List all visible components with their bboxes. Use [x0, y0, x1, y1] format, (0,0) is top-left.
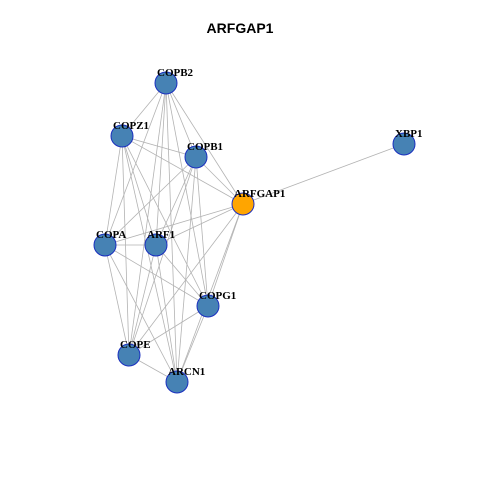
node-arf1 [144, 233, 168, 257]
edge-arf1-cope [128, 244, 157, 356]
edge-copb1-cope [128, 156, 197, 356]
edge-copb2-arcn1 [165, 82, 178, 383]
edge-copb2-copg1 [165, 82, 209, 307]
node-label-copb2: COPB2 [157, 67, 194, 79]
edge-arfgap1-copb2 [165, 82, 244, 205]
edge-arfgap1-arf1 [155, 203, 244, 246]
edge-copa-cope [104, 244, 130, 356]
node-copg1 [196, 294, 220, 318]
node-copb1 [184, 145, 208, 169]
edge-copz1-cope [121, 135, 130, 356]
edge-copb1-arf1 [155, 156, 197, 246]
node-label-copb1: COPB1 [187, 141, 223, 153]
edge-copg1-arcn1 [176, 305, 209, 383]
edge-arf1-arcn1 [155, 244, 178, 383]
edge-copb1-copg1 [195, 156, 209, 307]
node-label-copz1: COPZ1 [113, 120, 149, 132]
edge-copb1-copa [104, 156, 197, 246]
node-label-copg1: COPG1 [199, 290, 236, 302]
edge-copz1-copb1 [121, 135, 197, 158]
edge-arfgap1-copg1 [207, 203, 244, 307]
edge-arfgap1-xbp1 [242, 143, 405, 205]
node-xbp1 [392, 132, 416, 156]
node-cope [117, 343, 141, 367]
edge-copb2-copb1 [165, 82, 197, 158]
edge-copz1-copg1 [121, 135, 209, 307]
node-label-xbp1: XBP1 [395, 128, 423, 140]
node-copz1 [110, 124, 134, 148]
edge-copb2-arf1 [155, 82, 167, 246]
edge-copa-arcn1 [104, 244, 178, 383]
edge-arfgap1-copa [104, 203, 244, 246]
edge-arfgap1-arcn1 [176, 203, 244, 383]
node-arfgap1 [231, 192, 255, 216]
node-label-arcn1: ARCN1 [168, 366, 205, 378]
edge-copb1-arcn1 [176, 156, 197, 383]
edge-arf1-copg1 [155, 244, 209, 307]
graph-title: ARFGAP1 [206, 20, 274, 36]
node-copa [93, 233, 117, 257]
node-copb2 [154, 71, 178, 95]
node-label-arfgap1: ARFGAP1 [234, 188, 285, 200]
edge-copa-copg1 [104, 244, 209, 307]
edge-copb2-copa [104, 82, 167, 246]
edge-copz1-arcn1 [121, 135, 178, 383]
node-label-arf1: ARF1 [147, 229, 175, 241]
node-arcn1 [165, 370, 189, 394]
edge-copz1-copa [104, 135, 123, 246]
edge-copz1-arf1 [121, 135, 157, 246]
node-label-cope: COPE [120, 339, 151, 351]
edge-copg1-cope [128, 305, 209, 356]
nodes-layer [93, 71, 416, 394]
node-label-copa: COPA [96, 229, 126, 241]
